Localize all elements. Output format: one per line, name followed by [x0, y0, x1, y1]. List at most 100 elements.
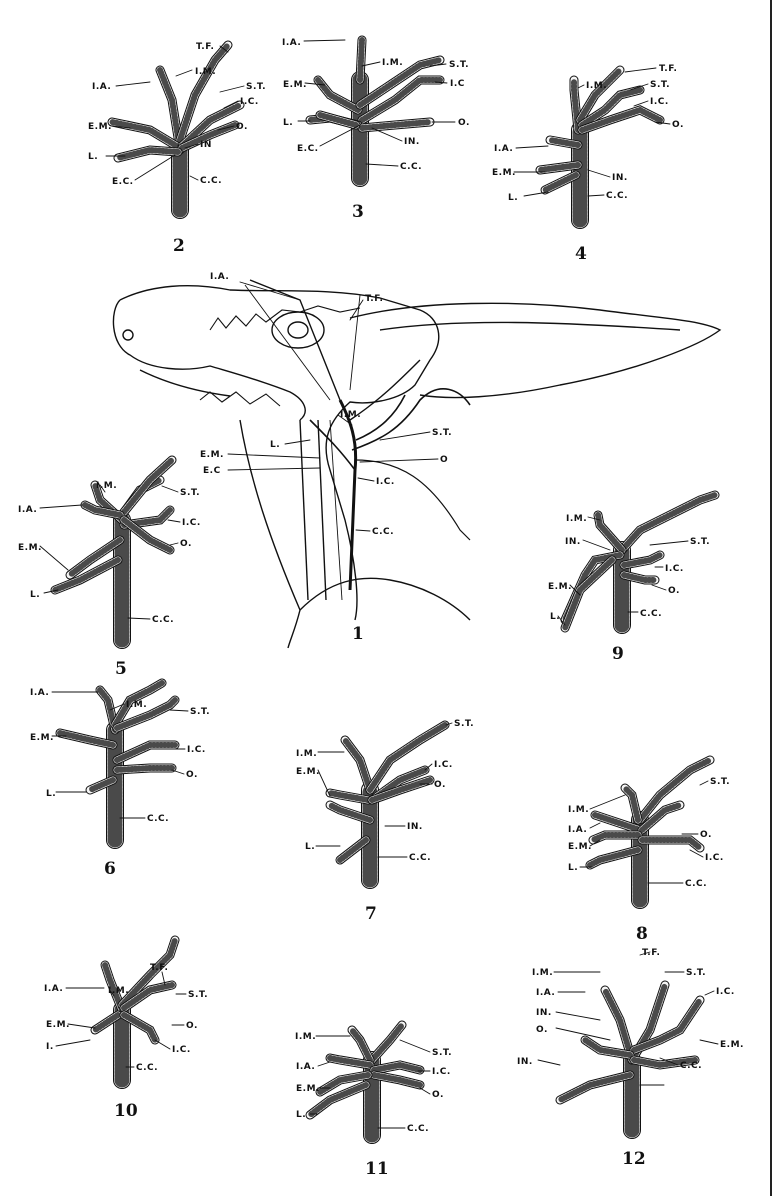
label-leader-line: [556, 1012, 600, 1020]
vessel-label: E.C.: [112, 177, 134, 187]
vessel-label: O.: [700, 830, 712, 840]
vessel-label: I.M.: [566, 514, 587, 524]
vessel-label: L.: [568, 863, 578, 873]
vessel-label: L.: [305, 842, 315, 852]
artery-branch: [590, 850, 638, 865]
vessel-label: E.M.: [18, 543, 42, 553]
vessel-label: I.C.: [172, 1045, 191, 1055]
vessel-label: L.: [508, 193, 518, 203]
figure-number: 6: [104, 860, 116, 878]
vessel-label: I.M.: [296, 749, 317, 759]
label-leader-line: [135, 155, 175, 180]
label-leader-line: [588, 195, 604, 196]
vessel-label: L.: [550, 612, 560, 622]
vessel-label: IN.: [565, 537, 581, 547]
label-leader-line: [578, 85, 584, 88]
artery-branch: [374, 1065, 420, 1070]
vessel-label: E.M.: [568, 842, 592, 852]
label-leader-line: [162, 486, 178, 492]
vessel-label: L.: [296, 1110, 306, 1120]
figure-number: 7: [365, 905, 377, 923]
vessel-label: L.: [30, 590, 40, 600]
vessel-label: E.M.: [46, 1020, 70, 1030]
vessel-label: I.A.: [296, 1062, 315, 1072]
vessel-label: C.C.: [407, 1124, 429, 1134]
vessel-label: IN.: [404, 137, 420, 147]
label-leader-line: [318, 1062, 330, 1066]
label-leader-line: [358, 478, 374, 481]
vessel-label: T.F.: [196, 42, 214, 52]
figure-number: 4: [575, 245, 587, 263]
vessel-label: I.M.: [340, 410, 361, 420]
vessel-label: I.C.: [432, 1067, 451, 1077]
artery-branch: [118, 150, 178, 158]
figure-number: 8: [636, 925, 648, 943]
label-leader-line: [700, 1040, 718, 1044]
label-leader-line: [705, 991, 714, 995]
vessel-label: L.: [283, 118, 293, 128]
vessel-label: I.M.: [532, 968, 553, 978]
vessel-label: IN.: [407, 822, 423, 832]
artery-branch: [352, 1030, 370, 1060]
vessel-label: O.: [672, 120, 684, 130]
vessel-label: S.T.: [686, 968, 706, 978]
vessel-label: I.M.: [126, 700, 147, 710]
artery-branch: [593, 835, 638, 840]
vessel-label: I.C.: [434, 760, 453, 770]
vessel-label: I.C.: [650, 97, 669, 107]
vessel-label: S.T.: [246, 82, 266, 92]
vessel-label: C.C.: [372, 527, 394, 537]
artery-branch: [112, 122, 180, 148]
vessel-label: E.C: [203, 466, 221, 476]
artery-branch: [642, 840, 700, 848]
vessel-label: O.: [236, 122, 248, 132]
vessel-label: I.C.: [182, 518, 201, 528]
figure-number: 2: [173, 237, 185, 255]
label-leader-line: [366, 164, 398, 166]
vessel-label: I.A.: [494, 144, 513, 154]
vessel-label: S.T.: [650, 80, 670, 90]
artery-branch: [345, 740, 370, 790]
vessel-label: T.F.: [659, 64, 677, 74]
label-leader-line: [634, 101, 648, 106]
vessel-label: E.M.: [720, 1040, 744, 1050]
vessel-label: E.M.: [548, 582, 572, 592]
label-leader-line: [170, 543, 178, 545]
vessel-label: I.A.: [210, 272, 229, 282]
vessel-label: I.A.: [30, 688, 49, 698]
vessel-label: C.C.: [680, 1061, 702, 1071]
vessel-label: E.M.: [492, 168, 516, 178]
vessel-label: L.: [270, 440, 280, 450]
vessel-label: O.: [536, 1025, 548, 1035]
vessel-label: IN.: [517, 1057, 533, 1067]
label-leader-line: [68, 1024, 95, 1028]
vessel-label: L.: [46, 789, 56, 799]
vessel-label: I.M.: [586, 81, 607, 91]
vessel-label: S.T.: [180, 488, 200, 498]
artery-branch: [117, 745, 175, 760]
vessel-label: E.M.: [296, 1084, 320, 1094]
vessel-label: I.A.: [92, 82, 111, 92]
vessel-label: S.T.: [710, 777, 730, 787]
vessel-label: E.M.: [283, 80, 307, 90]
vessel-label: I.C.: [187, 745, 206, 755]
vessel-label: I.A.: [568, 825, 587, 835]
vessel-label: C.C.: [400, 162, 422, 172]
artery-branch: [560, 1075, 630, 1100]
figure-number: 11: [365, 1160, 389, 1178]
vessel-label: C.C.: [136, 1063, 158, 1073]
vessel-label: C.C.: [685, 879, 707, 889]
label-leader-line: [356, 530, 370, 531]
vessel-label: C.C.: [200, 176, 222, 186]
vessel-label: L.: [88, 152, 98, 162]
artery-branch: [360, 40, 362, 80]
vessel-label: O.: [186, 770, 198, 780]
artery-branch: [372, 1025, 402, 1060]
vessel-label: C.C.: [640, 609, 662, 619]
artery-branch: [625, 788, 638, 820]
vessel-label: IN: [200, 140, 212, 150]
label-leader-line: [170, 710, 188, 711]
label-leader-line: [116, 82, 150, 86]
label-leader-line: [625, 68, 656, 72]
